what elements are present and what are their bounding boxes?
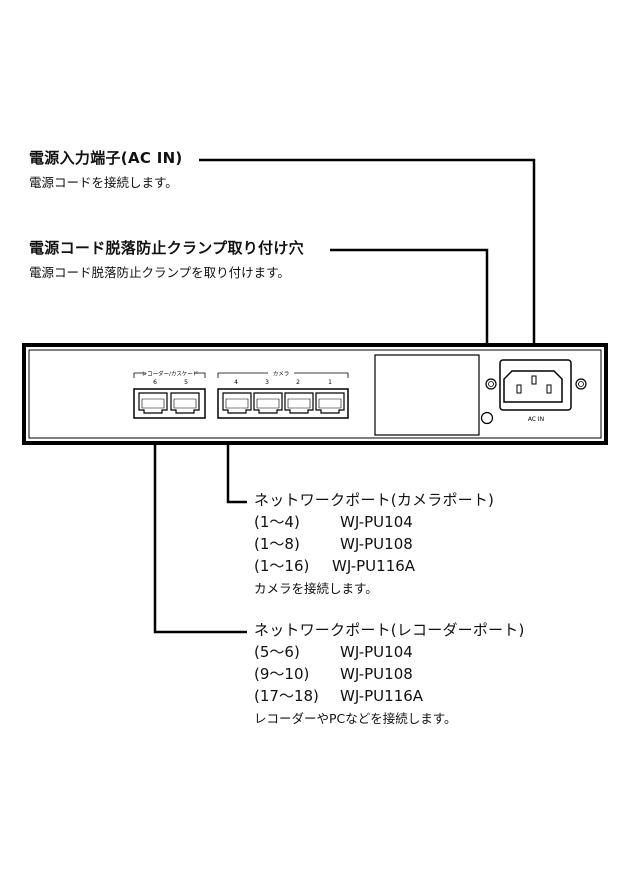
blank-plate xyxy=(374,354,480,436)
clamp-hole-description: 電源コード脱落防止クランプを取り付けます。 xyxy=(29,265,290,280)
recorder-ports-model-row: (9〜10) WJ-PU108 xyxy=(254,667,413,682)
model-range: (17〜18) xyxy=(254,687,319,705)
camera-ports-model-row: (1〜8) WJ-PU108 xyxy=(254,537,413,552)
camera-port-1 xyxy=(315,392,345,414)
model-name: WJ-PU108 xyxy=(340,665,413,683)
recorder-port-5 xyxy=(170,392,200,414)
model-range: (1〜16) xyxy=(254,557,310,575)
camera-ports-leader-line xyxy=(226,418,247,504)
camera-port-4 xyxy=(222,392,252,414)
model-range: (5〜6) xyxy=(254,643,300,661)
camera-port-2 xyxy=(284,392,314,414)
recorder-ports-description: レコーダーやPCなどを接続します。 xyxy=(254,711,457,726)
ac-inlet-pin xyxy=(546,384,552,394)
model-name: WJ-PU108 xyxy=(340,535,413,553)
camera-port-number: 2 xyxy=(296,379,300,386)
clamp-hole xyxy=(480,411,494,425)
ac-inlet-pin xyxy=(531,375,537,385)
camera-port-3 xyxy=(253,392,283,414)
recorder-ports-model-row: (5〜6) WJ-PU104 xyxy=(254,645,413,660)
model-name: WJ-PU116A xyxy=(332,557,416,575)
ac-in-title: 電源入力端子(AC IN) xyxy=(29,149,183,167)
camera-ports-description: カメラを接続します。 xyxy=(254,581,378,596)
recorder-ports-model-row: (17〜18) WJ-PU116A xyxy=(254,689,423,704)
ac-in-description: 電源コードを接続します。 xyxy=(29,175,178,190)
camera-group-label: カメラ xyxy=(273,371,290,378)
model-range: (1〜8) xyxy=(254,535,300,553)
camera-port-number: 3 xyxy=(265,379,269,386)
recorder-port-number: 5 xyxy=(184,379,188,386)
model-range: (9〜10) xyxy=(254,665,310,683)
screw-icon xyxy=(575,378,587,390)
clamp-hole-title: 電源コード脱落防止クランプ取り付け穴 xyxy=(29,239,304,257)
recorder-group-label: レコーダー/カスケード xyxy=(142,370,199,378)
camera-port-number: 1 xyxy=(328,379,332,386)
camera-ports-title: ネットワークポート(カメラポート) xyxy=(254,491,495,509)
recorder-port-6 xyxy=(138,392,168,414)
recorder-ports-title: ネットワークポート(レコーダーポート) xyxy=(254,621,525,639)
ac-inlet-pin xyxy=(516,384,522,394)
ac-inlet-socket xyxy=(503,370,563,403)
screw-icon xyxy=(485,378,497,390)
recorder-port-number: 6 xyxy=(153,379,157,386)
model-name: WJ-PU104 xyxy=(340,643,413,661)
ac-in-leader-line xyxy=(199,158,536,364)
camera-port-number: 4 xyxy=(234,379,238,386)
model-name: WJ-PU104 xyxy=(340,513,413,531)
recorder-ports-leader-line xyxy=(153,418,247,634)
camera-ports-model-row: (1〜16) WJ-PU116A xyxy=(254,559,415,574)
model-range: (1〜4) xyxy=(254,513,300,531)
ac-in-panel-label: AC IN xyxy=(528,416,544,423)
camera-ports-model-row: (1〜4) WJ-PU104 xyxy=(254,515,413,530)
model-name: WJ-PU116A xyxy=(340,687,424,705)
